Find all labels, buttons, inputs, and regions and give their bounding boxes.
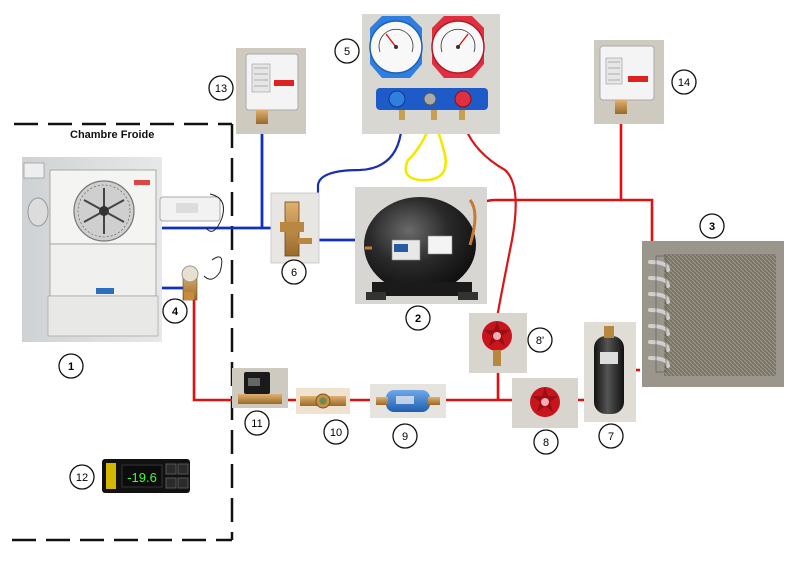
cold-room-boundary <box>12 122 234 542</box>
solenoid-valve-photo <box>232 368 288 408</box>
callout-14: 14 <box>671 69 697 95</box>
service-valve-8prime-photo <box>469 313 527 373</box>
filter-drier-photo <box>370 384 446 418</box>
evaporator-photo <box>22 157 162 342</box>
callout-4-label: 4 <box>172 306 179 318</box>
callout-13-label: 13 <box>215 83 227 95</box>
callout-1-label: 1 <box>68 361 74 373</box>
callout-11: 11 <box>244 410 270 436</box>
callout-10: 10 <box>323 419 349 445</box>
callout-9-label: 9 <box>402 431 408 443</box>
access-valve <box>270 192 320 264</box>
callout-2-label: 2 <box>415 313 421 325</box>
lp-pressostat-photo <box>236 48 306 134</box>
hp-pressostat-photo <box>594 40 664 124</box>
callouts: 1 2 3 4 5 6 7 8 8' 9 10 11 12 13 14 <box>58 38 725 490</box>
callout-12: 12 <box>69 464 95 490</box>
callout-8prime: 8' <box>527 327 553 353</box>
callout-10-label: 10 <box>330 427 342 439</box>
callout-3-label: 3 <box>709 221 715 233</box>
compressor-photo <box>355 187 487 304</box>
thermostat-controller <box>102 459 190 493</box>
callout-13: 13 <box>208 75 234 101</box>
callout-4: 4 <box>162 298 188 324</box>
callout-9: 9 <box>392 423 418 449</box>
callout-5-label: 5 <box>344 46 350 58</box>
callout-1: 1 <box>58 353 84 379</box>
callout-8prime-label: 8' <box>536 335 544 347</box>
callout-8: 8 <box>533 429 559 455</box>
callout-14-label: 14 <box>678 77 690 89</box>
callout-12-label: 12 <box>76 472 88 484</box>
condenser-photo <box>642 241 784 387</box>
sight-glass-photo <box>296 388 350 414</box>
service-valve-8-photo <box>512 378 578 428</box>
evaporator-solenoid-coil <box>159 193 224 280</box>
callout-7-label: 7 <box>608 431 614 443</box>
manifold-hoses <box>316 117 517 319</box>
callout-8-label: 8 <box>543 437 549 449</box>
callout-6: 6 <box>281 259 307 285</box>
cold-room-title: Chambre Froide <box>70 129 154 141</box>
callout-11-label: 11 <box>251 418 262 430</box>
callout-3: 3 <box>699 213 725 239</box>
callout-7: 7 <box>598 423 624 449</box>
callout-2: 2 <box>405 305 431 331</box>
receiver-photo <box>584 322 636 422</box>
expansion-valve <box>181 265 199 301</box>
callout-5: 5 <box>334 38 360 64</box>
callout-6-label: 6 <box>291 267 297 279</box>
thermostat-display: -19.6 <box>127 470 157 485</box>
manifold-gauge-photo <box>362 14 500 134</box>
